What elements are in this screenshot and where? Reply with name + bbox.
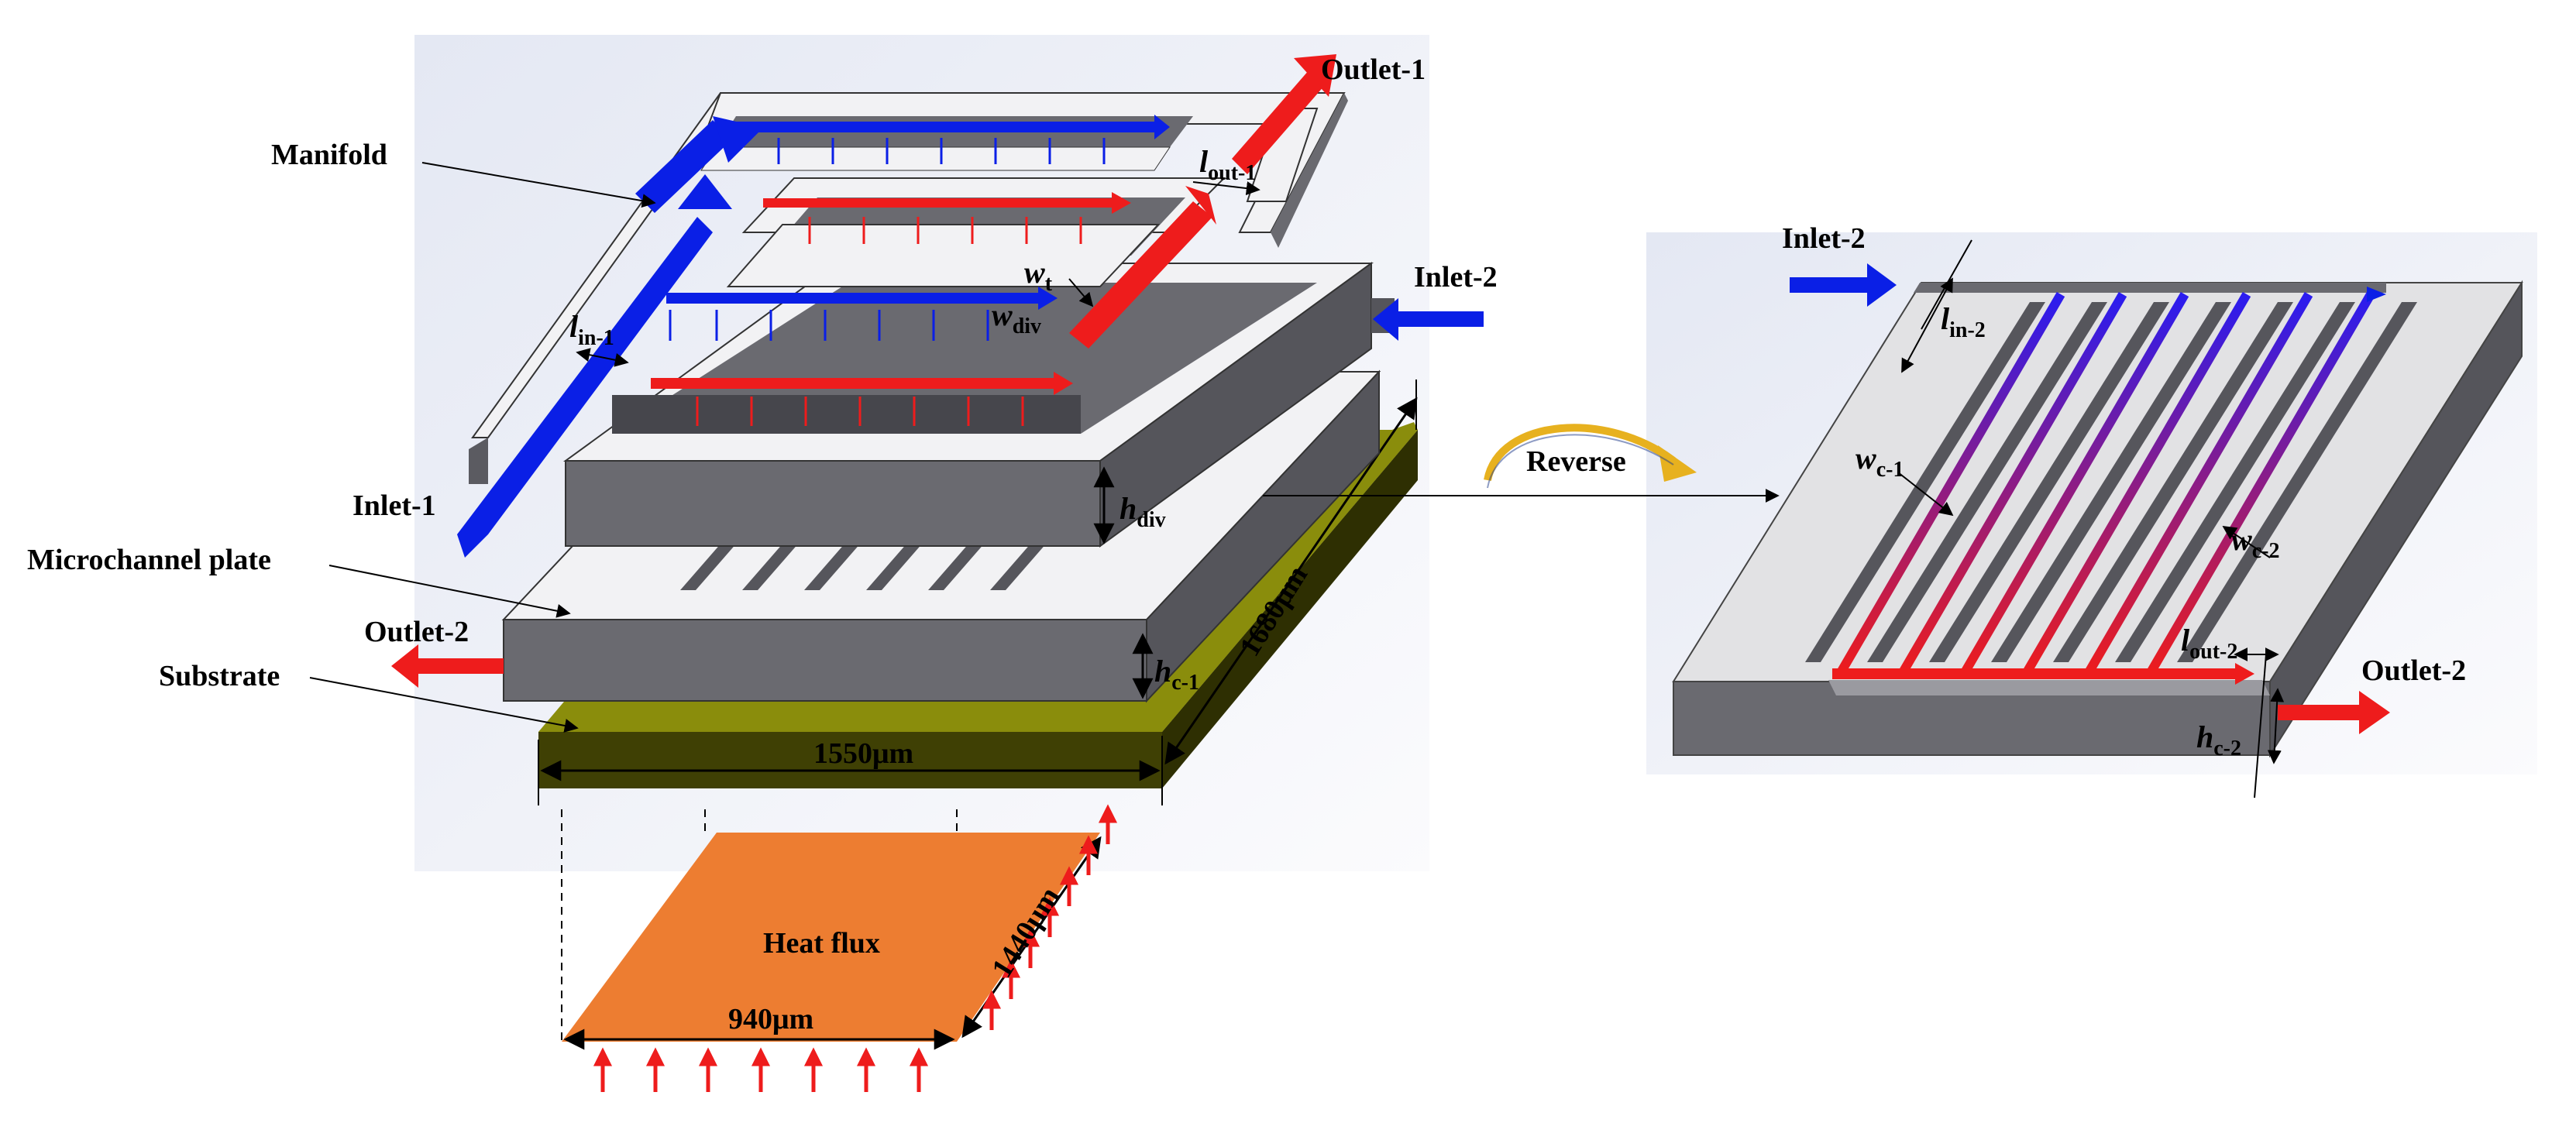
heat-flux-arrows-side: [982, 804, 1118, 1030]
h-c2-label: hc-2: [2196, 719, 2241, 761]
l-out2-label: lout-2: [2181, 623, 2237, 664]
heat-flux-arrows-bottom: [593, 1047, 929, 1092]
h-c1-label: hc-1: [1154, 654, 1199, 695]
microchannel-plate-label: Microchannel plate: [27, 544, 271, 576]
reverse-arrow: [1484, 424, 1697, 489]
outlet-2-right-label: Outlet-2: [2361, 654, 2466, 687]
manifold-label: Manifold: [271, 139, 387, 171]
inlet-2-right-label: Inlet-2: [1782, 222, 1866, 255]
inlet-2-left-label: Inlet-2: [1414, 261, 1498, 294]
outlet-2-left-arrow: [391, 644, 504, 688]
outlet-2-right-arrow: [2278, 691, 2390, 734]
substrate-label: Substrate: [159, 660, 280, 692]
outlet-2-left-label: Outlet-2: [364, 616, 469, 648]
l-in2-label: lin-2: [1941, 301, 1986, 342]
heat-width-dim: 940μm: [728, 1003, 813, 1035]
reverse-label: Reverse: [1526, 445, 1626, 478]
inlet-2-right-arrow: [1790, 263, 1897, 307]
reversed-microchannel-plate: [1672, 280, 2523, 758]
w-div-label: wdiv: [992, 297, 1041, 338]
heat-flux-label: Heat flux: [763, 927, 880, 960]
manifold-lower-frame: hdiv: [562, 262, 1395, 548]
w-c1-label: wc-1: [1855, 441, 1904, 482]
inlet-1-label: Inlet-1: [353, 489, 436, 522]
l-out1-label: lout-1: [1199, 144, 1256, 185]
substrate-depth-dim-line: [1164, 397, 1418, 765]
h-div-label: hdiv: [1119, 491, 1166, 532]
reversed-channel-slots: [1805, 302, 2417, 662]
outlet-1-label: Outlet-1: [1321, 53, 1426, 86]
substrate-width-dim: 1550μm: [813, 737, 913, 770]
reversed-flow-lines: [1835, 290, 2382, 677]
l-in1-label: lin-1: [569, 309, 614, 350]
manifold-flow-arrows: [457, 54, 1336, 558]
w-c2-label: wc-2: [2231, 522, 2279, 563]
w-t-label: wt: [1024, 255, 1053, 296]
microchannel-slots: [680, 542, 1047, 590]
inlet-2-left-arrow: [1373, 298, 1484, 341]
